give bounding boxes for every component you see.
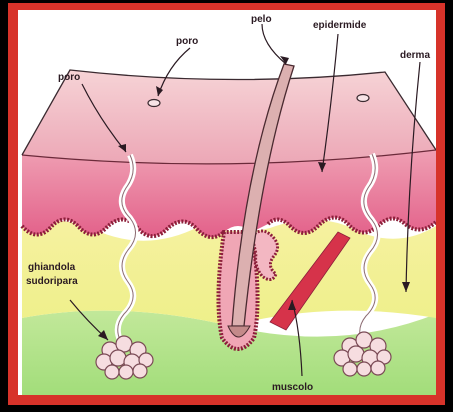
label-ghiandola-line2: sudoripara xyxy=(26,276,78,287)
pore-left-surface xyxy=(148,100,160,107)
epidermis-top-layer xyxy=(22,70,436,164)
pore-right-surface xyxy=(357,95,369,102)
label-derma: derma xyxy=(400,50,430,61)
label-epidermide: epidermide xyxy=(313,20,367,31)
label-muscolo: muscolo xyxy=(272,382,313,393)
label-ghiandola-line1: ghiandola xyxy=(28,262,76,273)
label-poro-top: poro xyxy=(176,36,198,47)
label-poro-left: poro xyxy=(58,72,80,83)
label-pelo: pelo xyxy=(251,14,272,25)
